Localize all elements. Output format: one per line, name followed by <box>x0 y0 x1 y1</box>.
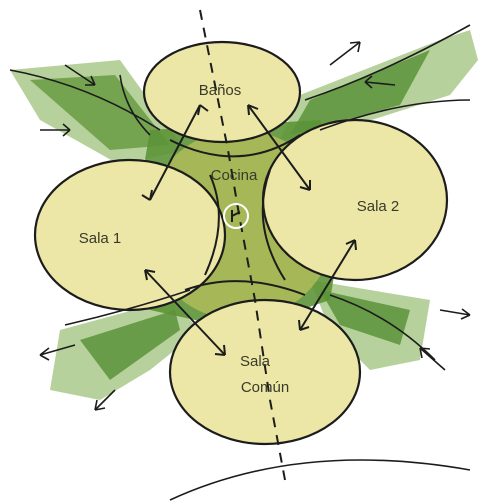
arrow-sala1-comun <box>144 269 226 356</box>
green-wash-top-left-dark <box>30 75 170 150</box>
wind-arrow-bottom-left-a <box>39 344 76 361</box>
label-sala-comun-line2: Común <box>241 379 289 396</box>
label-cocina: Cocina <box>211 167 258 184</box>
wind-arrow-bottom-left-b <box>94 389 116 411</box>
green-wash-bottom-right-dark <box>320 290 410 345</box>
wind-arrows <box>39 41 471 411</box>
sala1-bubble <box>33 158 227 312</box>
circulation-arrows <box>141 104 357 356</box>
cocina-outline <box>169 134 306 296</box>
label-banos: Baños <box>199 82 242 99</box>
arrow-banos-sala1 <box>149 104 201 201</box>
arrow-sala2-comun <box>299 239 356 331</box>
green-wash-bottom-left-dark <box>80 310 180 380</box>
wind-arrow-top-right-b <box>364 75 396 89</box>
label-sala1: Sala 1 <box>79 230 122 247</box>
wind-arrow-top-left-b <box>40 123 71 137</box>
axis-dashed <box>199 9 286 481</box>
sketch-strokes <box>9 24 471 501</box>
banos-bubble <box>142 40 302 144</box>
wind-arrow-top-right-a <box>329 41 361 66</box>
wind-arrow-bottom-right-a <box>439 308 471 320</box>
center-marker <box>223 203 249 229</box>
wind-arrow-bottom-right-b <box>419 347 446 371</box>
arrow-banos-sala2 <box>247 104 311 191</box>
center-marker-glyph <box>231 210 241 222</box>
green-wash-top-right-dark <box>290 50 430 135</box>
wind-arrow-top-left-a <box>64 64 96 86</box>
sala2-bubble <box>261 118 449 282</box>
label-sala-comun-line1: Sala <box>240 353 271 370</box>
label-sala2: Sala 2 <box>357 198 400 215</box>
